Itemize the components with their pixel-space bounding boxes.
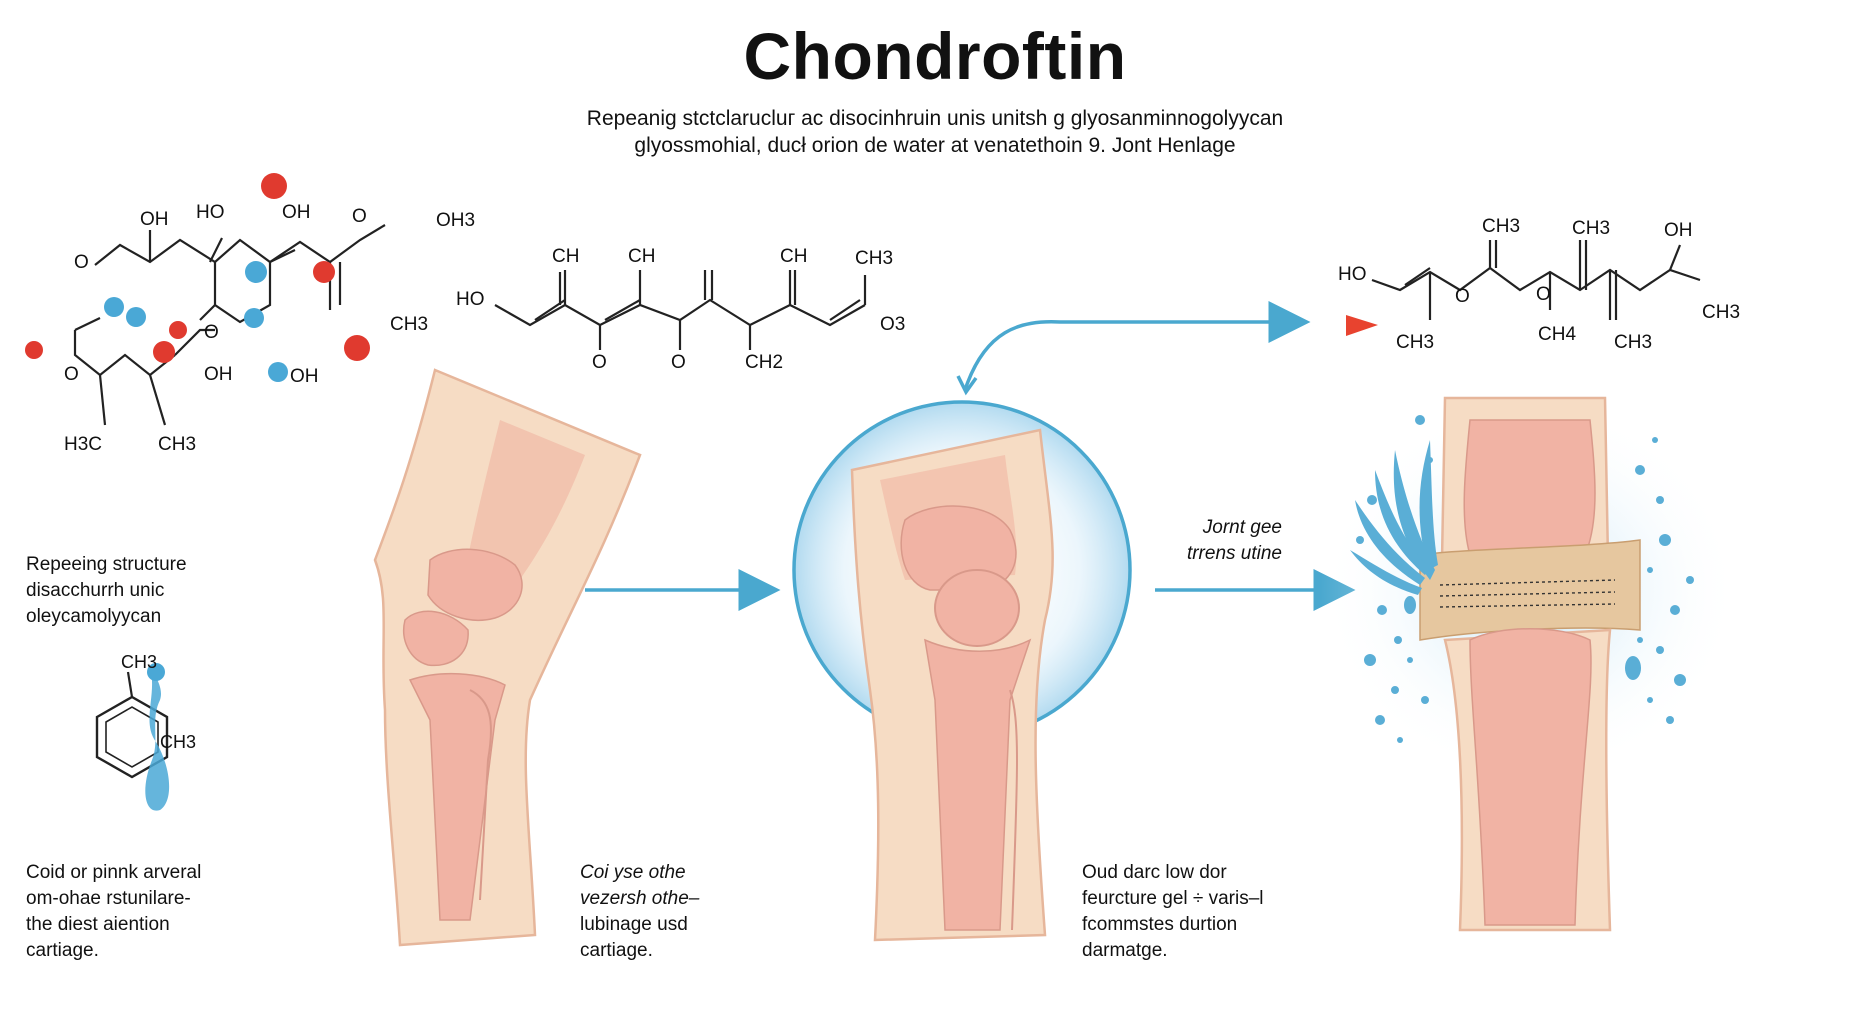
mol-right-label: CH3 [1702, 302, 1740, 323]
mol-left-label: H3C [64, 434, 102, 455]
mol-right-label: CH3 [1482, 216, 1520, 237]
mol-left-label: OH [290, 366, 319, 387]
mol-right-label: CH3 [1614, 332, 1652, 353]
caption-line: cartiage. [580, 940, 653, 961]
mol-center-label: O [671, 352, 686, 373]
red-pointer-icon [1346, 315, 1378, 336]
subtitle-line-1: Repeanig stctclarucluг ac disocinhruin u… [586, 107, 1284, 130]
caption-line: feurcture gel ÷ varis–l [1082, 888, 1264, 909]
mol-center-label: O [592, 352, 607, 373]
caption-line: fcommstes durtion [1082, 914, 1238, 935]
caption-line: darmatge. [1082, 940, 1168, 961]
molecule-right-labels: CH3 CH3 OH HO O O CH3 CH3 CH4 CH3 [1338, 216, 1740, 353]
mol-left-label: OH [204, 364, 233, 385]
caption-middle: Coi yse othe vezersh othe– lubinage usd … [580, 860, 699, 964]
mol-left-label: OH [282, 202, 311, 223]
knee-center [792, 400, 1132, 942]
small-molecule [95, 662, 170, 811]
mol-left-label: HO [196, 202, 225, 223]
mol-center-label: CH [780, 246, 807, 267]
molecule-right [1371, 240, 1701, 320]
caption-line: Coid or pinnk arveral [26, 862, 202, 883]
subtitle-line-2: glyossmohial, ducł orion de water at ven… [634, 134, 1236, 157]
mol-left-label: O [352, 206, 367, 227]
caption-line: cartiage. [26, 940, 99, 961]
mol-center-label: O3 [880, 314, 905, 335]
mol-right-label: CH3 [1572, 218, 1610, 239]
mol-right-label: O [1455, 286, 1470, 307]
label-joint-gel: Jornt gee trrens utine [1162, 515, 1282, 567]
molecule-left-labels: OH HO OH O OH3 O CH3 O OH OH O H3C CH3 [64, 202, 475, 455]
mol-right-label: HO [1338, 264, 1367, 285]
caption-line: lubinage usd [580, 914, 688, 935]
mol-center-label: CH [628, 246, 655, 267]
molecule-center [494, 270, 867, 350]
diagram-title: Chondroftin [743, 19, 1127, 93]
mol-left-label: O [204, 322, 219, 343]
mol-center-label: CH3 [855, 248, 893, 269]
molecule-left [73, 224, 386, 426]
note-line: oleycamolyycan [26, 606, 162, 627]
label-line: trrens utine [1186, 543, 1282, 564]
mol-center-label: CH2 [745, 352, 783, 373]
mol-left-label: OH3 [436, 210, 475, 231]
mol-center-label: CH [552, 246, 579, 267]
caption-line: Coi yse othe [580, 862, 686, 883]
note-line: disacchurrh unic [26, 580, 165, 601]
caption-line: vezersh othe– [580, 888, 700, 909]
caption-right: Oud darc low dor feurcture gel ÷ varis–l… [1082, 860, 1264, 964]
note-repeating-structure: Repeeing structure disacchurrh unic oley… [26, 552, 187, 630]
mol-right-label: CH4 [1538, 324, 1576, 345]
label-line: Jornt gee [1202, 517, 1282, 538]
molecule-left-atoms [25, 173, 370, 382]
knee-left [373, 368, 642, 947]
mol-left-label: O [74, 252, 89, 273]
mol-right-label: CH3 [1396, 332, 1434, 353]
caption-left: Coid or pinnk arveral om-ohae rstunilare… [26, 860, 201, 964]
small-mol-label: CH3 [121, 652, 157, 672]
mol-center-label: HO [456, 289, 485, 310]
mol-right-label: O [1536, 284, 1551, 305]
mol-left-label: OH [140, 209, 169, 230]
mol-right-label: OH [1664, 220, 1693, 241]
curved-arrow [963, 301, 1311, 391]
caption-line: om-ohae rstunilare- [26, 888, 191, 909]
mol-left-label: CH3 [390, 314, 428, 335]
caption-line: Oud darc low dor [1082, 862, 1227, 883]
small-molecule-labels: CH3 CH3 [121, 652, 196, 752]
small-mol-label: CH3 [160, 732, 196, 752]
note-line: Repeeing structure [26, 554, 187, 575]
mol-left-label: CH3 [158, 434, 196, 455]
caption-line: the diest aiention [26, 914, 170, 935]
curved-arrow-tail [956, 375, 978, 396]
molecule-center-labels: CH CH CH CH3 HO O O CH2 O3 [456, 246, 905, 373]
knee-right [1320, 396, 1740, 932]
mol-left-label: O [64, 364, 79, 385]
fluid-splash [1350, 415, 1694, 743]
